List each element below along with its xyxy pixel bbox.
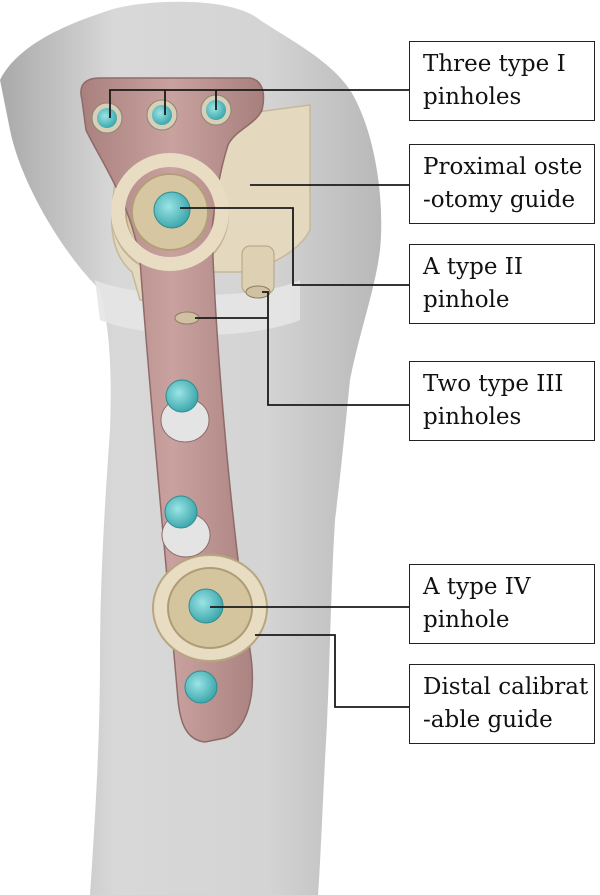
label-type-iv-pinhole: A type IV pinhole — [409, 564, 595, 644]
type-ii-pin — [153, 191, 191, 229]
leader-lines — [109, 89, 409, 708]
label-line: pinhole — [423, 607, 510, 633]
label-line: pinhole — [423, 287, 510, 313]
label-line: A type IV — [423, 574, 531, 600]
leader-type2 — [180, 207, 409, 286]
type-iv-pin — [188, 588, 224, 624]
leader-type3 — [195, 291, 409, 406]
label-proximal-osteotomy-guide: Proximal oste -otomy guide — [409, 144, 595, 224]
leader-type1 — [109, 89, 409, 118]
label-line: -able guide — [423, 707, 553, 733]
shaft-pins — [164, 379, 218, 704]
label-line: pinholes — [423, 404, 522, 430]
type-iii-pins — [174, 285, 271, 325]
label-line: -otomy guide — [423, 187, 576, 213]
leader-distal — [255, 634, 409, 708]
label-line: Distal calibrat — [423, 674, 589, 700]
label-three-type-i-pinholes: Three type I pinholes — [409, 41, 595, 121]
label-line: Two type III — [423, 371, 564, 397]
label-line: pinholes — [423, 84, 522, 110]
label-line: A type II — [423, 254, 523, 280]
label-line: Proximal oste — [423, 154, 583, 180]
label-distal-calibratable-guide: Distal calibrat -able guide — [409, 664, 595, 744]
label-line: Three type I — [423, 51, 566, 77]
label-type-ii-pinhole: A type II pinhole — [409, 244, 595, 324]
label-two-type-iii-pinholes: Two type III pinholes — [409, 361, 595, 441]
